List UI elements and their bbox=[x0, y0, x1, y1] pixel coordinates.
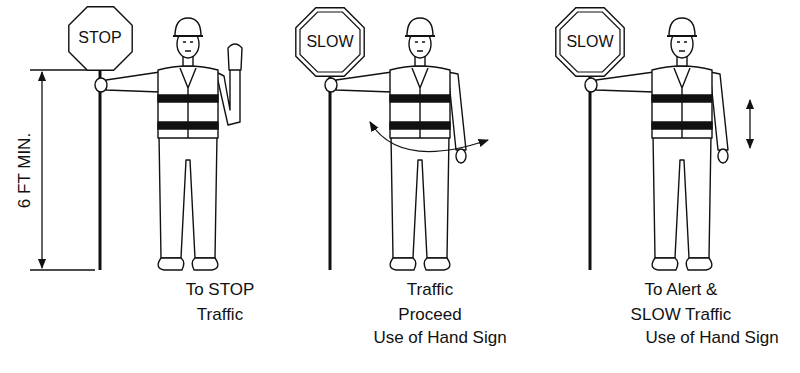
reflective-stripe bbox=[158, 95, 218, 102]
sign-word: SLOW bbox=[566, 34, 613, 50]
octagon-sign: STOP bbox=[68, 6, 133, 71]
safety-vest bbox=[390, 66, 450, 138]
reflective-stripe bbox=[652, 95, 712, 102]
shoe bbox=[390, 258, 416, 270]
hand bbox=[456, 149, 466, 163]
caption-text: To Alert & SLOW Traffic bbox=[622, 278, 740, 327]
caption-text: To STOP Traffic bbox=[178, 278, 262, 327]
arm bbox=[106, 72, 160, 92]
shoe bbox=[424, 258, 450, 270]
raised-palm bbox=[228, 44, 242, 70]
safety-vest bbox=[158, 66, 218, 138]
dimension-label: 6 FT MIN. bbox=[17, 132, 34, 207]
sign-pole bbox=[99, 68, 102, 270]
hard-hat bbox=[175, 18, 201, 36]
face bbox=[677, 42, 687, 51]
reflective-stripe bbox=[652, 122, 712, 129]
dimension-line bbox=[30, 70, 95, 270]
octagon-sign: SLOW bbox=[555, 7, 625, 77]
caption-text: Use of Hand Sign bbox=[632, 326, 792, 351]
safety-vest bbox=[652, 66, 712, 138]
octagon-sign: SLOW bbox=[295, 7, 365, 77]
face bbox=[415, 42, 425, 51]
hand bbox=[95, 78, 107, 92]
motion-arrow bbox=[749, 100, 750, 148]
sign-word: STOP bbox=[78, 30, 121, 46]
sign-pole bbox=[589, 76, 592, 270]
hard-hat bbox=[669, 18, 695, 36]
hat-brim bbox=[667, 35, 697, 37]
hand bbox=[585, 78, 597, 92]
shoe bbox=[686, 258, 712, 270]
pants bbox=[653, 135, 711, 258]
hard-hat bbox=[407, 18, 433, 36]
pants bbox=[159, 135, 217, 258]
sign-pole bbox=[329, 76, 332, 270]
reflective-stripe bbox=[390, 95, 450, 102]
shoe bbox=[192, 258, 218, 270]
pants bbox=[391, 135, 449, 258]
reflective-stripe bbox=[390, 122, 450, 129]
caption-text: Use of Hand Sign bbox=[360, 326, 520, 351]
hand bbox=[718, 149, 728, 163]
shoe bbox=[652, 258, 678, 270]
motion-arrow bbox=[370, 122, 488, 152]
hat-brim bbox=[173, 35, 203, 37]
sign-word: SLOW bbox=[306, 34, 353, 50]
face bbox=[183, 42, 193, 51]
arm bbox=[216, 68, 240, 125]
caption-text: Traffic Proceed bbox=[388, 278, 472, 327]
hand bbox=[325, 78, 337, 92]
arm bbox=[448, 72, 466, 150]
reflective-stripe bbox=[158, 122, 218, 129]
hat-brim bbox=[405, 35, 435, 37]
shoe bbox=[158, 258, 184, 270]
